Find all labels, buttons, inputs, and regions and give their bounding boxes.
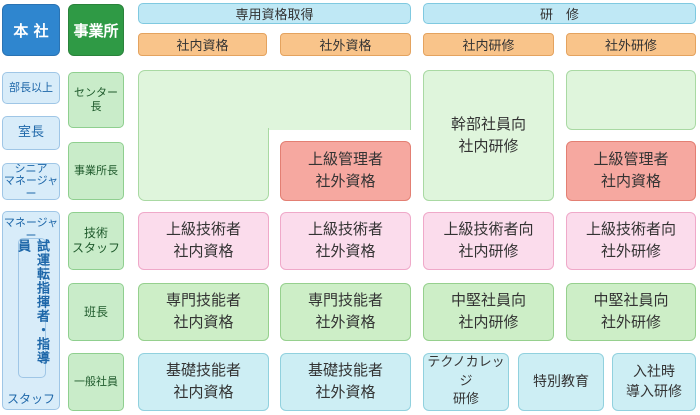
rank-senior-manager: シニア マネージャー [2,161,60,200]
management-external-training-area [566,70,696,130]
rank-bucho: 部長以上 [2,72,60,104]
mid-career-external-training: 中堅社員向 社外研修 [566,283,696,341]
skilled-worker-internal-qualification: 専門技能者 社内資格 [138,283,269,341]
subheader-external-training: 社外研修 [566,33,696,56]
mid-career-internal-training: 中堅社員向 社内研修 [423,283,554,341]
training-header: 研 修 [423,3,696,24]
skilled-worker-external-qualification: 専門技能者 社外資格 [280,283,411,341]
rank-squad-leader: 班長 [68,283,124,341]
senior-engineer-external-qualification: 上級技術者 社外資格 [280,212,411,270]
head-office-header: 本 社 [2,4,60,56]
management-internal-area [138,70,411,130]
executive-internal-training: 幹部社員向 社内研修 [423,70,554,201]
senior-engineer-internal-qualification: 上級技術者 社内資格 [138,212,269,270]
induction-training: 入社時 導入研修 [612,353,696,411]
senior-manager-external-qualification: 上級管理者 社外資格 [280,141,411,201]
subheader-internal-training: 社内研修 [423,33,554,56]
rank-general-employee: 一般社員 [68,353,124,411]
rank-manager-label: マネージャー [3,216,59,242]
senior-engineer-internal-training: 上級技術者向 社内研修 [423,212,554,270]
special-education: 特別教育 [518,353,604,411]
rank-shitsucho: 室長 [2,116,60,150]
basic-skill-internal-qualification: 基礎技能者 社内資格 [138,353,269,411]
office-header: 事業所 [68,4,124,56]
rank-center-chief: センター長 [68,72,124,128]
subheader-internal-qualification: 社内資格 [138,33,267,56]
senior-engineer-external-training: 上級技術者向 社外研修 [566,212,696,270]
management-internal-area-lower [138,128,269,201]
basic-skill-external-qualification: 基礎技能者 社外資格 [280,353,411,411]
trial-leader-label: 試運転指揮者・指導員 [15,238,49,378]
rank-staff-label: スタッフ [6,391,55,406]
senior-manager-internal-qualification: 上級管理者 社内資格 [566,141,696,201]
techno-college-training: テクノカレッジ 研修 [423,353,509,411]
subheader-external-qualification: 社外資格 [280,33,411,56]
rank-tech-staff: 技術 スタッフ [68,212,124,270]
qualification-header: 専用資格取得 [138,3,411,24]
rank-office-chief: 事業所長 [68,142,124,200]
